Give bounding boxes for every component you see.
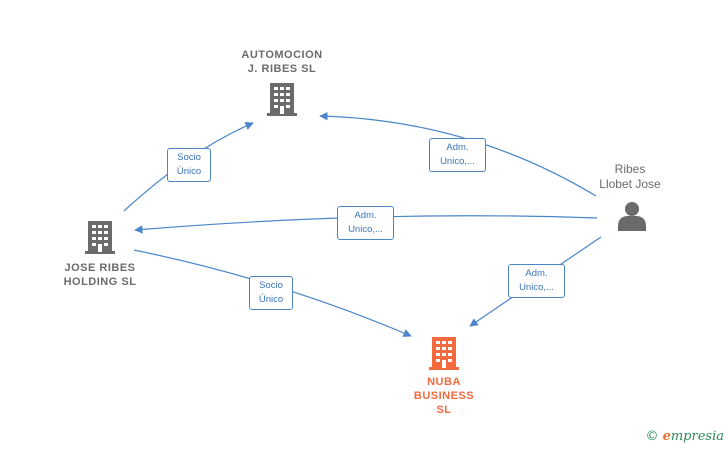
node-label-line: Llobet Jose [599,177,661,191]
copyright-symbol: © [645,429,659,444]
node-label-line: BUSINESS [413,390,475,402]
node-label-line: HOLDING SL [63,276,137,288]
node-label-line: SL [436,404,452,416]
node-label-line: J. RIBES SL [247,63,317,75]
node-label-line: NUBA [427,376,461,388]
node-label-line: AUTOMOCION [241,49,323,61]
edge-label-line: Adm. [354,210,377,221]
edge-label-line: Único [258,294,284,305]
brand-initial: e [662,429,671,444]
edge-label-line: Unico,... [440,156,475,167]
empresia-logo: © empresia [645,429,724,444]
node-label-line: JOSE RIBES [64,262,136,274]
edge-label-line: Socio [177,152,201,163]
edge-label-socio-unico[interactable]: Socio Único [167,148,211,182]
node-label-line: Ribes [614,162,646,176]
edge-label-socio-unico[interactable]: Socio Único [249,276,293,310]
node-label-ribes-llobet-jose[interactable]: Ribes Llobet Jose [580,162,680,192]
edge-label-adm-unico[interactable]: Adm. Unico,... [508,264,565,298]
building-icon[interactable] [429,337,459,370]
node-label-automocion[interactable]: AUTOMOCION J. RIBES SL [222,48,342,76]
edge-label-line: Unico,... [348,224,383,235]
node-label-nuba-business[interactable]: NUBA BUSINESS SL [384,375,504,417]
edge-label-line: Socio [259,280,283,291]
edge-label-line: Adm. [446,142,469,153]
edge-label-adm-unico[interactable]: Adm. Unico,... [429,138,486,172]
building-icon[interactable] [267,83,297,116]
edge-label-line: Adm. [525,268,548,279]
node-label-jose-ribes-holding[interactable]: JOSE RIBES HOLDING SL [40,261,160,289]
person-icon[interactable] [618,202,646,231]
building-icon[interactable] [85,221,115,254]
edge-label-adm-unico[interactable]: Adm. Unico,... [337,206,394,240]
edge-label-line: Único [176,166,202,177]
brand-name: mpresia [670,429,724,444]
edge-label-line: Unico,... [519,282,554,293]
